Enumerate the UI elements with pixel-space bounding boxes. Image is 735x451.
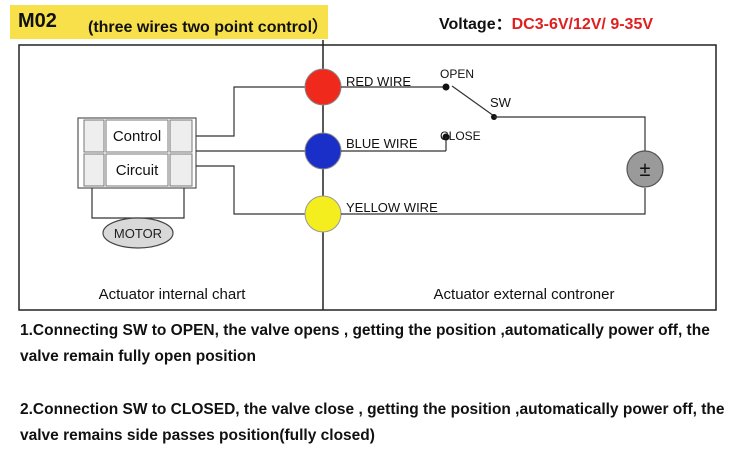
control-circuit-block: Control Circuit — [77, 117, 197, 189]
instruction-close: 2.Connection SW to CLOSED, the valve clo… — [20, 401, 725, 444]
motor: MOTOR — [102, 217, 174, 249]
yellow-wire-terminal — [304, 195, 342, 233]
yellow-internal-wire — [196, 165, 305, 215]
model-description: (three wires two point control） — [88, 19, 329, 36]
yellow-external-wire — [341, 188, 646, 215]
red-wire-label: RED WIRE — [346, 74, 411, 89]
yellow-wire-label: YELLOW WIRE — [346, 200, 438, 215]
external-caption: Actuator external controner — [434, 286, 615, 303]
open-contact — [442, 83, 450, 91]
blue-wire-terminal — [304, 132, 342, 170]
switch-blade — [451, 85, 495, 117]
diagram-frame — [18, 44, 717, 311]
voltage-label: Voltage： — [439, 16, 512, 33]
motor-label: MOTOR — [114, 226, 162, 241]
internal-caption: Actuator internal chart — [99, 286, 247, 303]
motor-wiring — [91, 188, 185, 219]
control-label: Control — [113, 128, 161, 145]
voltage-spec: Voltage：DC3-6V/12V/ 9-35V — [439, 10, 653, 34]
voltage-value: DC3-6V/12V/ 9-35V — [511, 16, 654, 33]
switch-label: SW — [490, 95, 512, 110]
red-internal-wire — [196, 86, 305, 137]
circuit-label: Circuit — [116, 162, 159, 179]
power-symbol: ± — [640, 159, 651, 181]
switch-power-wire — [494, 116, 646, 152]
blue-wire-label: BLUE WIRE — [346, 136, 418, 151]
close-label: CLOSE — [440, 129, 481, 143]
power-source: ± — [626, 150, 664, 188]
instruction-open: 1.Connecting SW to OPEN, the valve opens… — [20, 322, 710, 365]
model-code: M02 — [18, 10, 57, 32]
open-label: OPEN — [440, 67, 474, 81]
model-badge: M02 (three wires two point control） — [10, 5, 328, 39]
red-wire-terminal — [304, 68, 342, 106]
